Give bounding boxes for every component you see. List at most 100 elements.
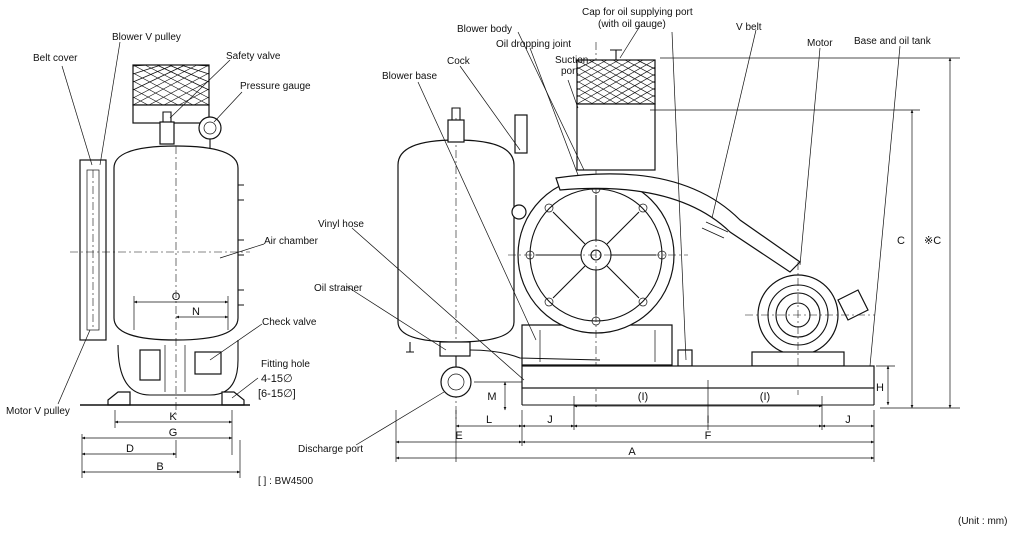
front-safety-valve-stem [451,107,461,120]
dim-L-label: L [486,414,492,426]
leader-oil-dropping-joint [529,47,579,176]
dim-C-label: C [897,235,905,247]
label-blower-base: Blower base [382,71,437,82]
front-suction-housing [576,103,656,171]
label-cap-line1: Cap for oil supplying port [582,7,693,18]
label-oil-dropping-joint: Oil dropping joint [496,39,571,50]
motor-terminal-box [837,289,869,321]
side-pipe-fitting-left [139,349,161,381]
front-view: C ※C H M (I) (I) L J I J E F [298,7,960,462]
leader-cap-oil-port [619,25,641,59]
pressure-gauge-dial [203,121,217,135]
cock-shape [511,204,527,220]
dim-J-left-label: J [547,414,553,426]
dim-J-right-label: J [845,414,851,426]
label-base-oil-tank: Base and oil tank [854,36,932,47]
base-oil-tank-shape [521,365,875,389]
side-filter-mesh [132,64,210,106]
side-safety-valve-shape [159,121,175,145]
dim-G-label: G [169,427,178,439]
check-valve-shape [194,351,222,375]
leader-motor [799,47,821,266]
side-view: O N K G D B Belt cover Blower V pulley S… [6,32,319,478]
bracket-note: [ ] : BW4500 [258,476,313,487]
leader-blower-v-pulley [99,41,121,166]
dim-A-label: A [628,446,636,458]
dim-D-label: D [126,443,134,455]
dim-N-label: N [192,306,200,318]
label-vinyl-hose: Vinyl hose [318,219,364,230]
leader-blower-body [517,31,585,171]
label-blower-body: Blower body [457,24,512,35]
leader-v-belt [711,29,757,219]
dim-E-label: E [455,430,462,442]
v-belt-arrow-marks [701,221,729,239]
dim-I-bracket-left-label: (I) [638,391,648,403]
label-air-chamber: Air chamber [264,236,319,247]
label-check-valve: Check valve [262,317,317,328]
label-cock: Cock [447,56,471,67]
dim-I-label: I [706,414,709,426]
label-pressure-gauge: Pressure gauge [240,81,311,92]
front-base-sides [521,388,875,405]
front-drain [406,342,414,353]
label-fitting-hole-main: 4-15∅ [261,373,293,385]
label-fitting-hole-alt: [6-15∅] [258,388,296,400]
unit-note: (Unit : mm) [958,516,1007,527]
dim-H-label: H [876,382,884,394]
oil-dropping-joint-shape [514,114,528,154]
leader-belt-cover [61,65,93,166]
dim-B-label: B [156,461,163,473]
label-oil-strainer: Oil strainer [314,283,363,294]
dim-M-label: M [487,391,496,403]
leader-base-oil-tank [869,45,901,367]
label-cap-line2: (with oil gauge) [598,19,666,30]
leader-cock [459,65,521,151]
side-flange-bolts [238,184,244,306]
leader-discharge-port [355,391,445,446]
pressure-gauge-shape [198,116,222,140]
front-safety-valve-shape [447,119,465,143]
leader-pressure-gauge [213,91,243,123]
dim-F-label: F [705,430,712,442]
label-discharge-port: Discharge port [298,444,363,455]
label-safety-valve: Safety valve [226,51,281,62]
dim-O-label: O [172,291,181,303]
dim-C-alt-label: ※C [924,235,941,247]
dim-I-bracket-right-label: (I) [760,391,770,403]
label-v-belt: V belt [736,22,762,33]
side-foot-right [221,391,245,406]
vinyl-hose-shape [469,349,601,361]
side-pipe-lines [164,345,186,392]
discharge-port-shape [440,366,472,398]
label-belt-cover: Belt cover [33,53,78,64]
leader-blower-base [417,81,537,341]
leader-safety-valve [169,59,231,119]
leader-fitting-hole [231,377,259,399]
leader-suction-port [567,79,579,109]
leader-oil-strainer [345,285,447,351]
discharge-port-inner [447,373,465,391]
label-motor: Motor [807,38,833,49]
v-belt-shape [555,173,801,273]
front-filter-mesh [576,59,656,105]
leader-vinyl-hose [351,227,525,381]
side-foot-left [107,391,131,406]
dim-K-label: K [169,411,177,423]
front-filter-knob [610,49,622,60]
front-blower-base-lines [539,330,656,362]
side-lower-pipe [117,340,239,396]
label-blower-v-pulley: Blower V pulley [112,32,181,43]
label-suction-port-line1: Suction [555,55,588,66]
leader-motor-v-pulley [57,329,91,405]
leader-check-valve [209,323,263,361]
oil-cap-shape [677,349,693,367]
label-suction-port-line2: port [561,66,578,77]
label-motor-v-pulley: Motor V pulley [6,406,70,417]
front-discharge-neck [439,341,471,357]
label-fitting-hole-title: Fitting hole [261,359,310,370]
leader-air-chamber [219,243,265,259]
leader-oil-cap-base [671,31,687,361]
